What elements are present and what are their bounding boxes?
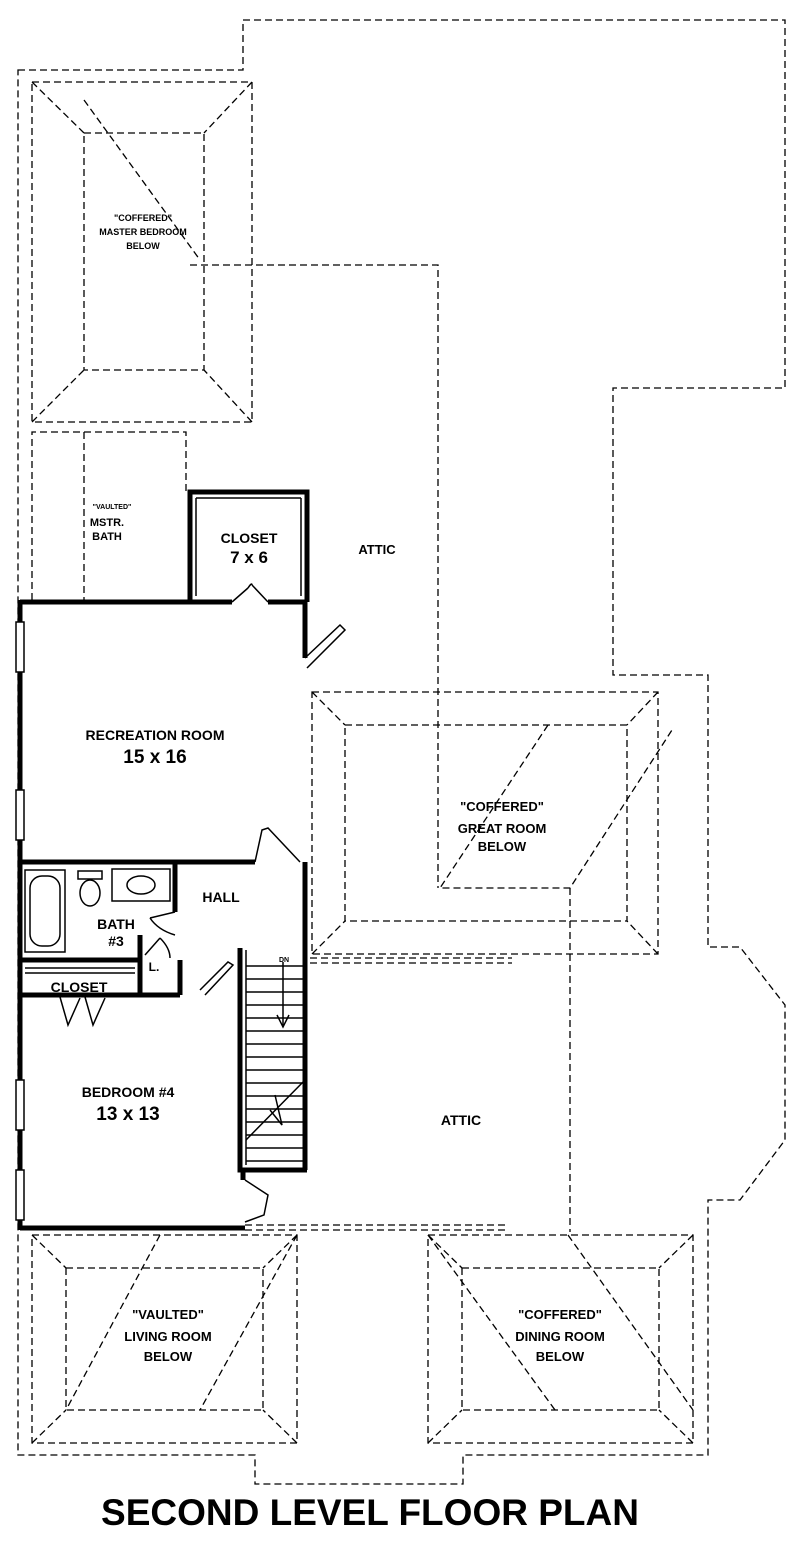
attic-boundary xyxy=(190,264,439,888)
attic-upper-label: ATTIC xyxy=(358,542,396,557)
closet-size: 7 x 6 xyxy=(230,548,268,567)
master-below-line3: BELOW xyxy=(126,241,160,251)
bath3-line1: BATH xyxy=(97,916,135,932)
living-below-line1: "VAULTED" xyxy=(132,1307,204,1322)
great-below-line1: "COFFERED" xyxy=(460,799,544,814)
windows xyxy=(15,621,25,1221)
master-below-line2: MASTER BEDROOM xyxy=(99,227,187,237)
dining-room-coffered-ceiling xyxy=(427,1234,694,1444)
dining-below-line3: BELOW xyxy=(536,1349,585,1364)
bathtub-basin xyxy=(29,875,61,947)
attic-lower-label: ATTIC xyxy=(441,1112,481,1128)
hall-label: HALL xyxy=(202,889,240,905)
roof-outlines xyxy=(17,19,786,1485)
master-coffered-ceiling xyxy=(31,81,253,423)
labels: "COFFERED" MASTER BEDROOM BELOW "VAULTED… xyxy=(51,213,639,1533)
bedroom4-label: BEDROOM #4 xyxy=(82,1084,175,1100)
great-below-line3: BELOW xyxy=(478,839,527,854)
recreation-room-size: 15 x 16 xyxy=(123,747,186,768)
great-room-coffered-ceiling xyxy=(310,691,673,1232)
bedroom-closet-label: CLOSET xyxy=(51,979,108,995)
recreation-room-label: RECREATION ROOM xyxy=(86,727,225,743)
mstr-bath-line3: BATH xyxy=(92,531,122,543)
doors xyxy=(59,583,347,1223)
mstr-bath-line2: MSTR. xyxy=(90,517,124,529)
stair-arrow-head xyxy=(276,1014,290,1029)
bath3-line2: #3 xyxy=(108,933,124,949)
living-below-line3: BELOW xyxy=(144,1349,193,1364)
outer-roof-outline xyxy=(17,19,786,1485)
dining-below-line2: DINING ROOM xyxy=(515,1329,605,1344)
linen-label: L. xyxy=(149,960,160,974)
master-bath-vault xyxy=(31,431,187,600)
plan-title: SECOND LEVEL FLOOR PLAN xyxy=(101,1492,639,1533)
vanity-sink xyxy=(111,868,171,902)
dining-below-line1: "COFFERED" xyxy=(518,1307,602,1322)
walls xyxy=(17,489,310,1231)
stair-break-line xyxy=(245,1079,306,1141)
great-below-line2: GREAT ROOM xyxy=(458,821,547,836)
closet-label: CLOSET xyxy=(221,530,278,546)
living-room-vaulted-ceiling xyxy=(31,1234,298,1444)
toilet xyxy=(77,870,103,907)
mstr-bath-line1: "VAULTED" xyxy=(93,504,132,511)
stair-dn-label: DN xyxy=(279,957,289,964)
master-below-line1: "COFFERED" xyxy=(114,213,172,223)
bedroom4-size: 13 x 13 xyxy=(96,1104,159,1125)
living-below-line2: LIVING ROOM xyxy=(124,1329,211,1344)
staircase xyxy=(245,950,306,1165)
bathtub xyxy=(24,869,66,953)
fixtures xyxy=(24,868,171,974)
